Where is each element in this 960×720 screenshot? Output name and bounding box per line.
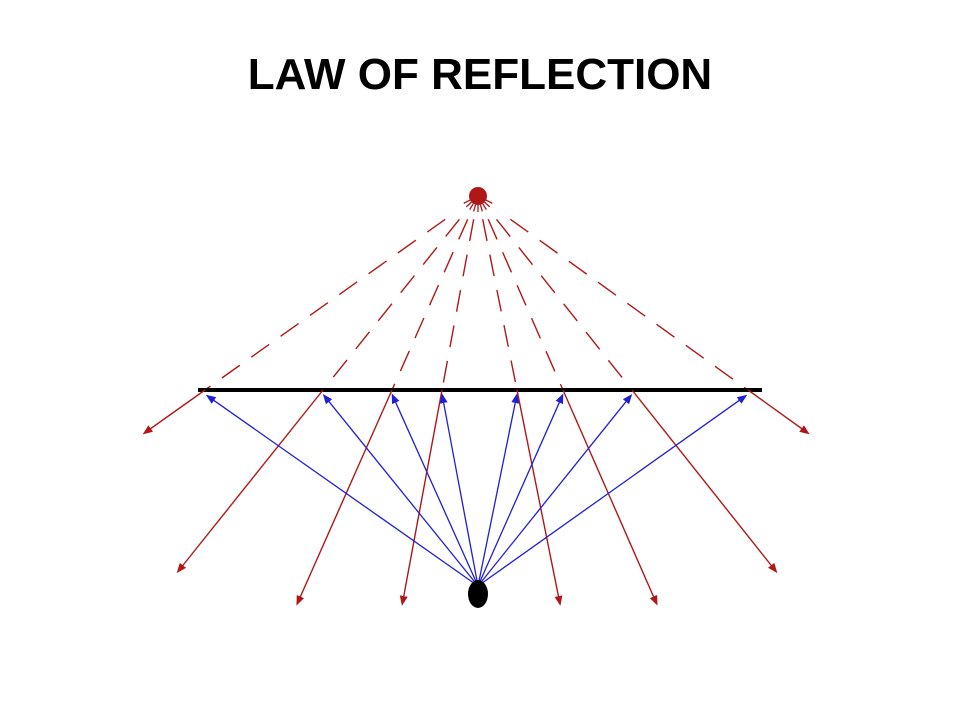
virtual-image-spark-3 [482, 203, 487, 210]
reflected-rays [142, 389, 810, 606]
virtual-image-dot [469, 187, 487, 205]
virtual-image-spark-7 [469, 203, 474, 210]
incident-ray-8 [477, 394, 748, 587]
incident-rays [205, 393, 748, 587]
virtual-image-spark-9 [463, 199, 471, 204]
virtual-ray-6 [487, 218, 564, 391]
reflected-ray-7 [631, 389, 778, 574]
reflected-ray-5 [516, 389, 563, 606]
virtual-image-spark-6 [473, 204, 477, 212]
incident-ray-1 [205, 394, 479, 587]
reflected-ray-4 [399, 389, 443, 606]
reflected-ray-3 [296, 389, 393, 606]
virtual-ray-2 [322, 218, 460, 391]
virtual-ray-1 [204, 218, 446, 391]
virtual-rays [204, 218, 749, 391]
virtual-image-spark-1 [485, 199, 493, 204]
incident-ray-3 [391, 393, 479, 587]
incident-ray-2 [322, 393, 479, 587]
virtual-ray-8 [509, 218, 749, 391]
virtual-ray-5 [481, 219, 518, 391]
virtual-ray-7 [495, 218, 633, 391]
incident-ray-5 [477, 393, 520, 587]
virtual-ray-3 [391, 218, 469, 391]
virtual-image-spark-2 [484, 201, 491, 208]
slide-title: LAW OF REFLECTION [247, 50, 713, 99]
incident-ray-7 [477, 393, 633, 587]
incident-ray-4 [439, 393, 479, 587]
virtual-image [463, 187, 493, 212]
reflected-ray-1 [142, 389, 206, 435]
reflected-ray-6 [562, 389, 658, 606]
reflected-ray-8 [747, 389, 810, 435]
virtual-image-spark-4 [479, 204, 483, 212]
object-dot [468, 580, 488, 608]
reflected-ray-2 [176, 389, 324, 574]
virtual-image-spark-8 [465, 201, 472, 208]
virtual-ray-4 [441, 219, 475, 391]
incident-ray-6 [477, 393, 564, 587]
